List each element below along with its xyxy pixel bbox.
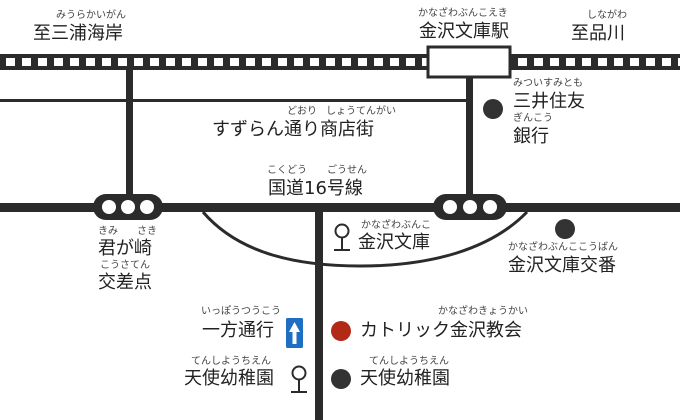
- railway-tie: [150, 58, 159, 66]
- station-label: 金沢文庫駅: [419, 21, 509, 42]
- railway-tie: [214, 58, 223, 66]
- kindergarten-school-symbol-icon: [291, 365, 307, 393]
- miura-kaigan-label: 至三浦海岸: [33, 23, 123, 44]
- railway-tie: [38, 58, 47, 66]
- left-vertical-road: [126, 68, 133, 208]
- railway-tie: [662, 58, 671, 66]
- bunko-reading: かなざわぶんこ: [361, 220, 431, 231]
- kimigasaki-label-line1: 君が崎: [98, 238, 152, 259]
- railway-tie: [374, 58, 383, 66]
- railway-tie: [646, 58, 655, 66]
- oneway-reading: いっぽうつうこう: [201, 306, 281, 317]
- bank-reading-2: ぎんこう: [513, 113, 553, 124]
- route16-reading-2: ごうせん: [327, 165, 367, 176]
- kindergarten-right-reading: てんしようちえん: [369, 356, 449, 367]
- railway-tie: [550, 58, 559, 66]
- railway-tie: [6, 58, 15, 66]
- railway-tie: [182, 58, 191, 66]
- loop-road: [201, 210, 529, 268]
- kindergarten-right-label: 天使幼稚園: [360, 368, 450, 389]
- kimigasaki-reading-1a: きみ: [98, 226, 118, 237]
- railway-tie: [294, 58, 303, 66]
- railway-tie: [614, 58, 623, 66]
- church-label: カトリック金沢教会: [360, 320, 522, 341]
- railway-tie: [198, 58, 207, 66]
- bank-marker-icon: [483, 99, 503, 119]
- police-box-reading: かなざわぶんここうばん: [508, 242, 618, 253]
- railway-tie: [582, 58, 591, 66]
- police-box-label: 金沢文庫交番: [508, 255, 616, 276]
- kindergarten-marker-icon: [331, 369, 351, 389]
- railway-tie: [246, 58, 255, 66]
- railway-tie: [230, 58, 239, 66]
- one-way-sign-icon: [286, 318, 303, 348]
- oneway-label: 一方通行: [202, 320, 274, 341]
- shopping-street-label: すずらん通り商店街: [212, 119, 374, 140]
- railway-tie: [630, 58, 639, 66]
- church-reading: かなざわきょうかい: [438, 306, 528, 317]
- kindergarten-left-label: 天使幼稚園: [184, 368, 274, 389]
- kimigasaki-reading-1b: さき: [137, 226, 157, 237]
- bank-label-line1: 三井住友: [513, 91, 585, 112]
- railway-line: [0, 54, 680, 70]
- bunko-label: 金沢文庫: [358, 232, 430, 253]
- railway-tie: [278, 58, 287, 66]
- railway-tie: [54, 58, 63, 66]
- miura-kaigan-reading: みうらかいがん: [56, 10, 126, 21]
- railway-tie: [534, 58, 543, 66]
- kimigasaki-reading-2: こうさてん: [100, 260, 150, 271]
- railway-tie: [566, 58, 575, 66]
- railway-tie: [310, 58, 319, 66]
- station-building: [426, 45, 512, 79]
- railway-ties: [6, 58, 680, 66]
- railway-tie: [406, 58, 415, 66]
- bank-label-line2: 銀行: [513, 126, 549, 147]
- railway-tie: [262, 58, 271, 66]
- south-road: [315, 208, 323, 420]
- roads: [0, 68, 680, 420]
- railway-tie: [102, 58, 111, 66]
- railway-tie: [326, 58, 335, 66]
- shinagawa-reading: しながわ: [587, 10, 627, 21]
- railway-tie: [678, 58, 680, 66]
- railway-tie: [518, 58, 527, 66]
- route-16-road: [0, 203, 680, 212]
- railway-tie: [70, 58, 79, 66]
- route16-reading-1: こくどう: [267, 165, 307, 176]
- right-vertical-road: [466, 76, 473, 208]
- bunko-school-symbol-icon: [334, 223, 350, 251]
- railway-tie: [22, 58, 31, 66]
- railway-tie: [342, 58, 351, 66]
- shopping-street-reading-2: しょうてんがい: [326, 106, 396, 117]
- shopping-street-road: [0, 99, 470, 102]
- police-box-marker-icon: [555, 219, 575, 239]
- railway-tie: [166, 58, 175, 66]
- traffic-signal-left-icon: [93, 194, 163, 220]
- railway-tie: [390, 58, 399, 66]
- kimigasaki-label-line2: 交差点: [98, 272, 152, 293]
- railway-tie: [598, 58, 607, 66]
- shopping-street-reading-1: どおり: [287, 106, 317, 117]
- bank-reading-1: みついすみとも: [513, 78, 583, 89]
- station-reading: かなざわぶんこえき: [418, 8, 508, 19]
- traffic-signal-right-icon: [433, 194, 507, 220]
- church-marker-icon: [331, 321, 351, 341]
- kindergarten-left-reading: てんしようちえん: [191, 356, 271, 367]
- railway-tie: [134, 58, 143, 66]
- railway-tie: [118, 58, 127, 66]
- shinagawa-label: 至品川: [571, 23, 625, 44]
- railway-tie: [358, 58, 367, 66]
- railway-tie: [86, 58, 95, 66]
- route16-label: 国道16号線: [268, 178, 363, 199]
